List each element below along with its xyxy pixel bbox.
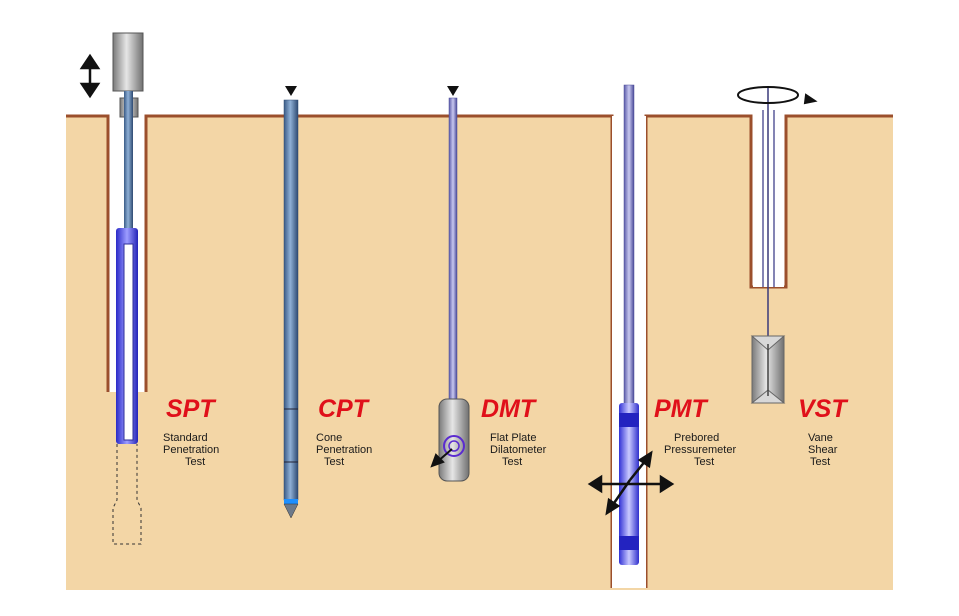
vst-vane: [750, 335, 786, 404]
spt-drive-hammer: [112, 32, 144, 92]
vst-description-line: Test: [810, 456, 831, 468]
cpt-label: CPT: [318, 395, 368, 423]
spt-description-line: Standard: [163, 432, 208, 444]
cpt-rod: [283, 99, 299, 501]
vst-description: Vane Shear Test: [808, 432, 837, 468]
cpt-description-line: Penetration: [316, 444, 373, 456]
spt-label: SPT: [166, 395, 215, 423]
pmt-rod: [623, 84, 635, 406]
dmt-blade: [438, 398, 470, 482]
spt-description-line: Test: [185, 456, 206, 468]
cpt-apparatus: [283, 86, 299, 519]
vst-description-line: Shear: [808, 444, 838, 456]
soil-ground: [66, 116, 893, 590]
dmt-membrane: [443, 435, 465, 457]
dmt-description-line: Test: [502, 456, 523, 468]
pmt-apparatus: [587, 84, 675, 588]
dmt-apparatus: [430, 86, 470, 482]
cpt-push-marker: [285, 86, 297, 96]
spt-rod: [124, 91, 133, 229]
vst-description-line: Vane: [808, 432, 833, 444]
vst-label: VST: [798, 395, 847, 423]
expansion-arrows-icon: [587, 450, 675, 516]
spt-description-line: Penetration: [163, 444, 220, 456]
dmt-description-line: Flat Plate: [490, 432, 537, 444]
cpt-description-line: Test: [324, 456, 345, 468]
pmt-description-line: Pressuremeter: [664, 444, 737, 456]
vertical-arrow-icon: [79, 53, 101, 99]
pmt-label: PMT: [654, 395, 707, 423]
dmt-description: Flat Plate Dilatometer Test: [490, 432, 546, 468]
rotation-arrow-icon: [737, 86, 818, 105]
pmt-description-line: Prebored: [674, 432, 720, 444]
spt-description: Standard Penetration Test: [163, 432, 219, 468]
dmt-label: DMT: [481, 395, 536, 423]
spt-apparatus: [79, 32, 144, 545]
dmt-push-marker: [447, 86, 459, 96]
pmt-description: Prebored Pressuremeter Test: [664, 432, 736, 468]
spt-advance-outline: [112, 444, 142, 545]
cpt-cone-tip: [283, 503, 299, 519]
dmt-description-line: Dilatometer: [490, 444, 547, 456]
cpt-description-line: Cone: [316, 432, 343, 444]
vst-apparatus: [737, 86, 818, 404]
dmt-rod: [448, 97, 458, 401]
pmt-description-line: Test: [694, 456, 715, 468]
cpt-friction-sleeve-band: [284, 499, 298, 504]
cpt-description: Cone Penetration Test: [316, 432, 372, 468]
membrane-arrow-icon: [430, 448, 453, 468]
